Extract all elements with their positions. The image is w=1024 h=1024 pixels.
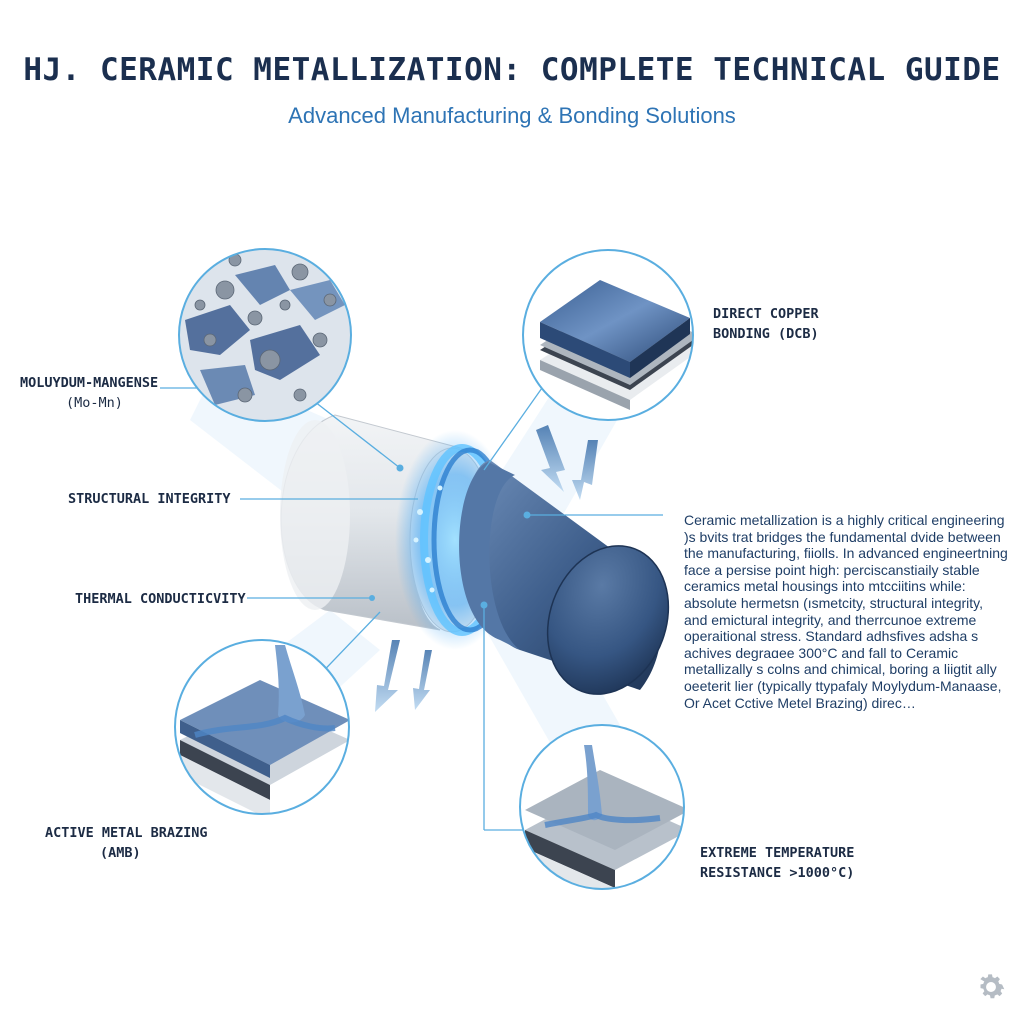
mo-mn-microstructure-illustration xyxy=(178,248,352,422)
arrow-icons xyxy=(375,425,598,712)
label-structural-integrity: STRUCTURAL INTEGRITY xyxy=(68,491,231,507)
temperature-brazing-illustration xyxy=(519,724,685,890)
amb-brazing-illustration xyxy=(174,639,350,815)
callout-dots xyxy=(369,464,531,609)
label-mo-mn: MOLUYDUM-MANGENSE (Mo-Mn) xyxy=(20,375,159,411)
label-dcb: DIRECT COPPER BONDING (DCB) xyxy=(713,306,819,342)
label-amb: ACTIVE METAL BRAZING (AMB) xyxy=(45,825,208,861)
metal-cylinder xyxy=(459,460,670,695)
callout-lines xyxy=(160,387,663,831)
gear-icon[interactable] xyxy=(974,970,1008,1004)
page-subtitle: Advanced Manufacturing & Bonding Solutio… xyxy=(288,103,736,128)
label-temperature-resistance: EXTREME TEMPERATURE RESISTANCE >1000°C) xyxy=(700,845,855,881)
label-thermal-conductivity: THERMAL CONDUCTICVITY xyxy=(75,591,246,607)
page-title: HJ. CERAMIC METALLIZATION: COMPLETE TECH… xyxy=(23,52,1001,88)
dcb-layer-illustration xyxy=(522,249,694,421)
description-paragraph: Ceramic metallization is a highly critic… xyxy=(684,512,1008,711)
